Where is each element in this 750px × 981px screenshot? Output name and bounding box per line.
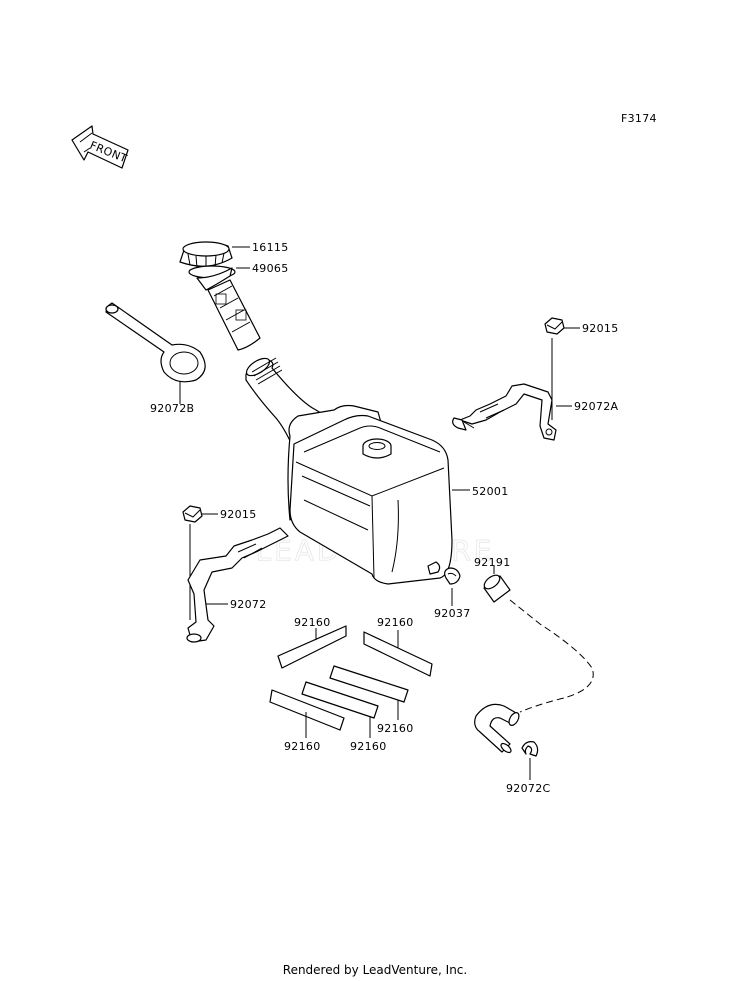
pads <box>269 625 433 731</box>
callout-pad-2: 92160 <box>377 616 414 629</box>
band-right <box>452 338 557 441</box>
pad-5 <box>269 689 345 731</box>
fuel-cap <box>179 241 233 269</box>
figure-code: F3174 <box>621 112 657 125</box>
callout-pad-4: 92160 <box>350 740 387 753</box>
retaining-strap <box>105 302 206 383</box>
callout-gasket: 49065 <box>252 262 289 275</box>
fuel-strainer <box>188 265 261 351</box>
mesh-icon <box>215 293 247 321</box>
pad-2 <box>363 631 433 677</box>
callout-band: 92072 <box>230 598 267 611</box>
callout-nut-right: 92015 <box>582 322 619 335</box>
callout-clip-c: 92072C <box>506 782 550 795</box>
callout-clamp: 92037 <box>434 607 471 620</box>
fuel-tank <box>245 357 453 585</box>
callout-pad-1: 92160 <box>294 616 331 629</box>
callout-strap-b: 92072B <box>150 402 194 415</box>
fuel-hose <box>483 574 511 603</box>
hose-routing-line <box>509 599 594 713</box>
callout-band-a: 92072A <box>574 400 618 413</box>
callout-tank: 52001 <box>472 485 509 498</box>
hose-clip <box>521 741 539 757</box>
front-arrow-icon: FRONT <box>71 125 129 169</box>
pad-1 <box>277 625 347 669</box>
nut-left <box>182 505 203 523</box>
hose-clamp <box>444 567 461 585</box>
footer-credit: Rendered by LeadVenture, Inc. <box>282 963 468 977</box>
callout-pad-5: 92160 <box>284 740 321 753</box>
band-left <box>186 524 289 643</box>
pad-4 <box>301 681 379 719</box>
nut-right <box>544 317 565 335</box>
callout-cap: 16115 <box>252 241 289 254</box>
callout-nut-left: 92015 <box>220 508 257 521</box>
callout-pad-3: 92160 <box>377 722 414 735</box>
elbow-hose <box>474 703 520 754</box>
pad-3 <box>329 665 409 703</box>
callout-hose: 92191 <box>474 556 511 569</box>
